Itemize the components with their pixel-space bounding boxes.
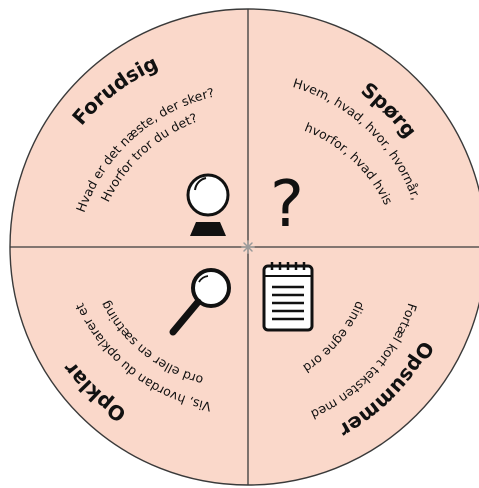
- crystal-ball-icon: [186, 173, 230, 236]
- question-mark-icon: ?: [270, 168, 304, 242]
- center-star-icon: [241, 240, 255, 254]
- notepad-icon: [262, 262, 314, 332]
- magnifying-glass-icon: [169, 268, 231, 336]
